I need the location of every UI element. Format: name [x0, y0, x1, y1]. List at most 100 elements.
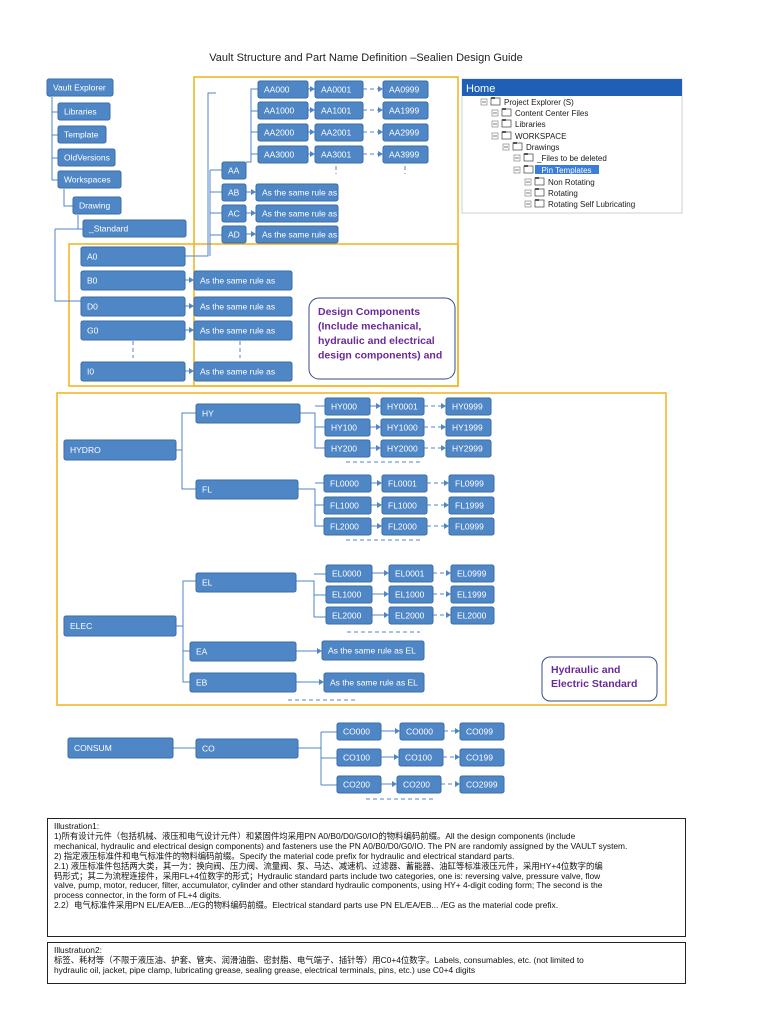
arrow-head: [378, 86, 383, 92]
code-box-a0-label: A0: [87, 252, 98, 262]
elec-box: ELEC: [63, 615, 177, 637]
illustration-2-panel: Illustratuon2: 标签、耗材等（不限于液压油、护套、管夹、润滑油脂、…: [47, 942, 686, 984]
arrow-head: [377, 502, 382, 508]
explorer-item-rotating-self-lubricating[interactable]: Rotating Self Lubricating: [524, 199, 635, 209]
code-box-aa3000: AA3000: [257, 145, 309, 164]
explorer-item-label: Libraries: [515, 120, 546, 129]
code-box-el1000-1-label: EL1000: [395, 590, 425, 600]
code-box-co200-mid-2: CO200: [396, 775, 442, 794]
code-box-el2000-2-shape: [325, 606, 373, 625]
code-box-fl0000-0-shape: [323, 474, 372, 493]
code-box-el2000-2: EL2000: [325, 606, 373, 625]
explorer-item-drawings[interactable]: Drawings: [502, 142, 559, 152]
code-box-co200-2-shape: [336, 775, 382, 794]
code-box-hy1000: HY1000: [380, 418, 425, 437]
vault-tree-connector: [77, 215, 83, 230]
vault-tree-connector: [63, 189, 73, 207]
same-rule-box-label: As the same rule as: [200, 326, 275, 336]
vault-tree-connector: [51, 158, 58, 181]
same-rule-box-shape: [193, 296, 293, 317]
code-box-co099-0: CO099: [459, 722, 505, 741]
code-box-aa3000-shape: [257, 145, 309, 164]
code-box-aa2000-shape: [257, 123, 309, 142]
code-box-fl2000-2-label: FL2000: [388, 522, 417, 532]
explorer-item-label: Content Center Files: [515, 109, 588, 118]
code-box-aa2000-label: AA2000: [264, 128, 295, 138]
arrow-head: [455, 728, 460, 734]
code-box-hy0999-shape: [445, 397, 492, 416]
illustration-1-line: mechanical, hydraulic and electrical des…: [54, 840, 628, 851]
code-box-ad: AD: [221, 225, 247, 244]
same-rule-box-shape: [255, 225, 339, 244]
code-box-hy1000-label: HY1000: [387, 423, 418, 433]
fl-fan-connector: [298, 488, 324, 527]
same-rule-el-box-ea: As the same rule as EL: [321, 640, 425, 661]
design-components-callout: [308, 297, 456, 380]
code-box-ad-shape: [221, 225, 247, 244]
explorer-item-pin-templates[interactable]: _Pin Templates: [513, 165, 599, 175]
arrow-head: [189, 303, 194, 309]
explorer-item-workspace[interactable]: WORKSPACE: [491, 131, 566, 141]
arrow-head: [441, 424, 446, 430]
code-box-fl1000-1: FL1000: [323, 496, 372, 515]
code-box-aa0999-label: AA0999: [389, 85, 420, 95]
vault-tree-workspaces-shape: [57, 170, 122, 189]
code-box-co000-0-shape: [336, 722, 382, 741]
el-box: EL: [195, 572, 297, 593]
code-box-fl1000-1: FL1000: [381, 496, 428, 515]
code-box-co2999-2-shape: [459, 775, 505, 794]
code-box-aa1999-shape: [382, 101, 429, 120]
aa-fan-connector: [246, 88, 258, 163]
vault-tree-template: Template: [57, 125, 107, 144]
explorer-item-files-to-be-deleted[interactable]: _Files to be deleted: [513, 153, 607, 163]
folder-icon-tab: [524, 165, 528, 167]
explorer-item-libraries[interactable]: Libraries: [491, 119, 546, 129]
arrow-head: [310, 107, 315, 113]
vault-tree-connector: [51, 135, 58, 159]
code-box-hy1999-shape: [445, 418, 492, 437]
arrow-head: [395, 728, 400, 734]
vault-tree-template-shape: [57, 125, 107, 144]
code-box-aa0999-shape: [382, 80, 429, 99]
code-box-a0: A0: [80, 246, 186, 267]
folder-icon: [512, 142, 523, 151]
code-box-fl2000-2-shape: [323, 517, 372, 536]
arrow-head: [189, 277, 194, 283]
code-box-ab-label: AB: [228, 188, 240, 198]
code-box-co2999-2: CO2999: [459, 775, 505, 794]
explorer-item-project-explorer-s[interactable]: Project Explorer (S): [480, 97, 574, 107]
trunk-connector: [207, 92, 216, 228]
code-box-el1000-1: EL1000: [388, 585, 434, 604]
explorer-item-label: WORKSPACE: [515, 132, 566, 141]
code-box-ab: AB: [221, 183, 247, 202]
code-box-hy100: HY100: [324, 418, 371, 437]
explorer-item-label: Project Explorer (S): [504, 98, 574, 107]
explorer-item-content-center-files[interactable]: Content Center Files: [491, 108, 588, 118]
code-box-hy0999: HY0999: [445, 397, 492, 416]
arrow-head: [441, 403, 446, 409]
co-box-label: CO: [202, 744, 215, 754]
code-box-ab-shape: [221, 183, 247, 202]
design-components-frame-bottom: [68, 243, 459, 387]
explorer-item-rotating[interactable]: Rotating: [524, 188, 578, 198]
boxes-layer: Vault ExplorerLibrariesTemplateOldVersio…: [46, 78, 658, 794]
hydraulic-electric-callout-line: Hydraulic and: [551, 664, 620, 676]
vault-tree-drawing-label: Drawing: [79, 201, 110, 211]
folder-icon: [501, 119, 512, 128]
code-box-g0-shape: [80, 320, 186, 341]
arrow-head: [444, 480, 449, 486]
code-box-el2000-2: EL2000: [388, 606, 434, 625]
vault-tree-vault-explorer: Vault Explorer: [46, 78, 114, 97]
explorer-item-non-rotating[interactable]: Non Rotating: [524, 177, 595, 187]
code-box-b0: B0: [80, 270, 186, 291]
code-box-co2999-2-label: CO2999: [466, 780, 498, 790]
vault-tree-standard-shape: [82, 219, 187, 238]
same-rule-box: As the same rule as: [255, 204, 339, 223]
folder-icon-tab: [524, 153, 528, 155]
el-box-label: EL: [202, 578, 213, 588]
arrow-head: [444, 523, 449, 529]
code-box-hy000-label: HY000: [331, 402, 357, 412]
illustration-2-heading: Illustratuon2:: [54, 945, 102, 955]
arrow-head: [378, 107, 383, 113]
illustration-1-heading: Illustration1:: [54, 821, 100, 831]
